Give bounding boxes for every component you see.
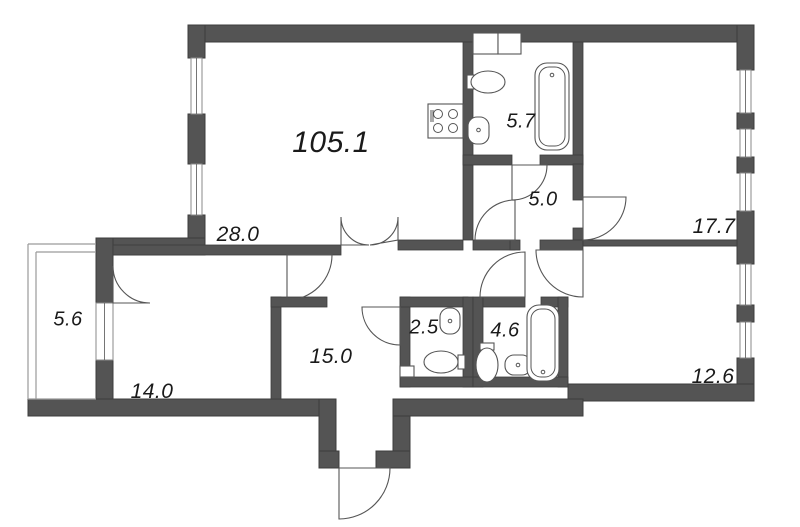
area-label-bedroom-north-east: 17.7	[692, 215, 736, 238]
wall-bath2-bottom	[472, 376, 569, 388]
window-right-1	[739, 69, 752, 114]
wall-right-2	[736, 112, 755, 130]
wall-hall-right	[572, 163, 584, 201]
window-right-3	[739, 172, 752, 212]
window-right-5	[739, 321, 752, 359]
window-balcony-door	[95, 302, 114, 361]
wall-left-lower-vertical	[95, 359, 114, 400]
toilet-icon-main	[466, 70, 506, 94]
windows	[95, 57, 752, 361]
area-label-hall-inner: 5.0	[528, 188, 558, 211]
area-label-living-kitchen-secondary: 28.0	[216, 223, 260, 246]
area-label-bedroom-south-east: 12.6	[691, 365, 735, 388]
area-label-bedroom-middle: 15.0	[309, 345, 353, 368]
wall-1212-divider	[582, 239, 738, 247]
door-hall-to-bedroom-ne	[582, 196, 627, 241]
wall-bath-right	[572, 41, 584, 165]
door-balcony	[112, 265, 151, 304]
wall-bath2-top	[482, 296, 526, 308]
door-living-double	[340, 216, 399, 246]
area-label-wc-small: 2.5	[409, 316, 439, 339]
door-bath-second	[479, 251, 526, 298]
wall-bottom-middle	[392, 398, 584, 417]
wall-105-bottom-mid	[397, 239, 464, 251]
toilet-icon-bath2	[475, 342, 499, 383]
area-label-bathroom-second: 4.6	[490, 319, 520, 342]
wall-left-upper-2	[187, 113, 206, 165]
wall-right-1	[736, 24, 755, 71]
sink-icon-main	[467, 116, 490, 145]
interior-walls	[112, 41, 738, 400]
wall-15-left-top	[270, 296, 328, 308]
wall-105-bottom-left	[112, 244, 342, 256]
wall-corr-top-2	[539, 239, 584, 251]
wall-bath-bottom	[462, 154, 513, 166]
window-right-2	[739, 128, 752, 158]
window-right-4	[739, 263, 752, 306]
bathtub-icon-main	[534, 62, 570, 151]
area-label-bathroom-main: 5.7	[506, 110, 536, 133]
wall-bath-bottom-2	[539, 154, 584, 166]
wall-left-step-vertical	[95, 237, 114, 304]
wall-right-4	[736, 210, 755, 265]
wall-right-3	[736, 156, 755, 174]
sink-icon-bath2	[504, 354, 532, 376]
wall-corr-top-1	[472, 239, 516, 251]
wall-hall-stub	[509, 239, 521, 251]
doors	[112, 164, 627, 520]
window-left-2	[190, 163, 203, 216]
toilet-icon-wc	[399, 350, 466, 378]
wall-right-5	[736, 304, 755, 323]
wall-bottom-right	[567, 383, 755, 402]
area-label-balcony-west: 5.6	[53, 308, 83, 331]
door-corridor-to-hall	[474, 199, 516, 241]
door-entrance	[338, 467, 391, 520]
wall-wc-bottom	[399, 376, 474, 388]
window-left-1	[190, 57, 203, 115]
door-bedroom-west-corridor	[286, 254, 333, 301]
area-label-bedroom-west: 14.0	[130, 380, 174, 403]
bathtub-icon-bath2	[526, 304, 560, 382]
wall-bottom-entry-left	[318, 450, 340, 469]
sink-icon-wc	[439, 307, 461, 335]
area-label-living-kitchen: 105.1	[292, 126, 370, 159]
wall-bottom-left	[27, 398, 337, 417]
wall-left-upper-1	[187, 24, 206, 59]
wall-top	[187, 24, 755, 43]
wall-wc-top	[399, 296, 469, 308]
balcony-outline	[27, 243, 96, 400]
fixtures	[399, 32, 570, 383]
cabinet-icon	[472, 32, 522, 55]
wall-entry-right-stub	[375, 450, 411, 469]
exterior-walls	[27, 24, 755, 469]
wall-hall-right-2	[572, 227, 584, 241]
door-wc-small	[361, 306, 401, 346]
wall-15-left	[270, 296, 282, 400]
door-corridor-to-bedroom-se	[535, 249, 584, 298]
wall-wc-right	[462, 296, 474, 388]
stove-icon	[427, 103, 464, 139]
